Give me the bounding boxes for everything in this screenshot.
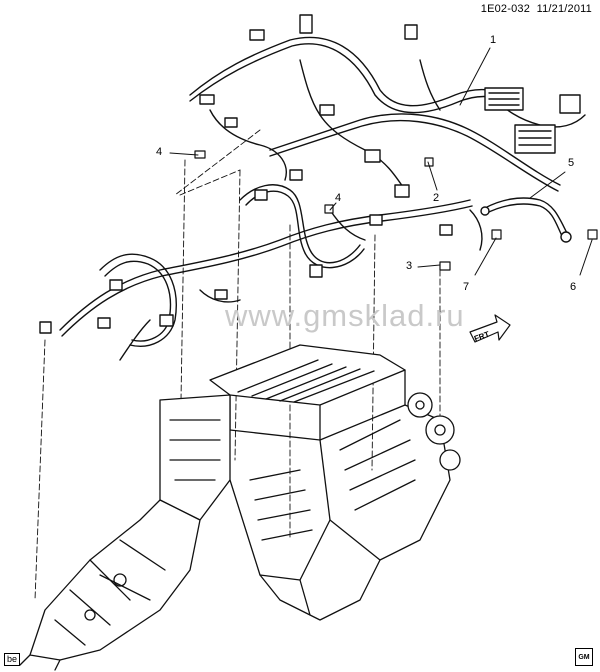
diagram-code: 1E02-032 bbox=[480, 3, 531, 15]
diagram-header: 1E02-032 11/21/2011 bbox=[481, 3, 592, 15]
callout-6: 6 bbox=[570, 281, 577, 293]
callout-1: 1 bbox=[490, 34, 497, 46]
battery-cable bbox=[480, 197, 572, 243]
callout-2: 2 bbox=[433, 192, 440, 204]
watermark: www.gmsklad.ru bbox=[225, 298, 465, 333]
gm-logo-text: GM bbox=[578, 653, 590, 661]
gm-logo: GM bbox=[575, 648, 593, 666]
corner-label: be bbox=[4, 653, 21, 666]
diagram-date: 11/21/2011 bbox=[536, 3, 592, 15]
front-arrow bbox=[469, 314, 511, 343]
wiring-harness bbox=[39, 14, 586, 361]
engine-assembly bbox=[19, 344, 461, 671]
fasteners bbox=[194, 150, 598, 271]
callout-7: 7 bbox=[463, 281, 470, 293]
callout-5: 5 bbox=[568, 157, 575, 169]
callout-4-second: 4 bbox=[335, 192, 342, 204]
callout-4: 4 bbox=[156, 146, 163, 158]
leader-lines bbox=[169, 47, 593, 276]
callout-3: 3 bbox=[406, 260, 413, 272]
